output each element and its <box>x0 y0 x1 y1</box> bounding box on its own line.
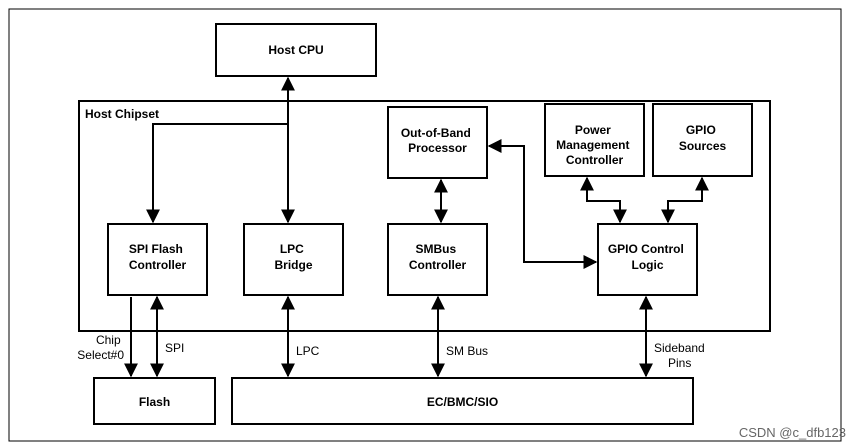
oob-processor-label: Out-of-Band Processor <box>401 126 474 155</box>
lpc-bridge-node: LPC Bridge <box>243 223 344 296</box>
host-chipset-container: Host Chipset <box>78 100 771 332</box>
spi-label: SPI <box>165 341 184 355</box>
host-cpu-node: Host CPU <box>215 23 377 77</box>
sideband-pins-label: Sideband Pins <box>654 341 708 370</box>
gpiosrc-gpio-link <box>661 176 709 224</box>
gpio-sources-node: GPIO Sources <box>652 103 753 177</box>
power-management-node: Power Management Controller <box>544 103 645 177</box>
cpu-spi-link <box>146 123 288 224</box>
gpio-control-logic-label: GPIO Control Logic <box>608 242 687 272</box>
host-cpu-label: Host CPU <box>268 43 323 57</box>
watermark: CSDN @c_dfb123 <box>739 425 846 440</box>
host-chipset-label: Host Chipset <box>85 107 159 121</box>
sm-bus-label: SM Bus <box>446 344 488 358</box>
gpio-sources-label: GPIO Sources <box>679 123 727 153</box>
smbus-controller-node: SMBus Controller <box>387 223 488 296</box>
flash-label: Flash <box>139 395 170 409</box>
flash-node: Flash <box>93 377 216 425</box>
spi-flash-controller-node: SPI Flash Controller <box>107 223 208 296</box>
oob-processor-node: Out-of-Band Processor <box>387 106 488 179</box>
lpc-bridge-label: LPC Bridge <box>274 242 312 272</box>
oob-gpio-link <box>487 139 598 269</box>
chip-select-label: Chip Select#0 <box>77 333 124 362</box>
ec-bmc-sio-node: EC/BMC/SIO <box>231 377 694 425</box>
outer-border <box>8 8 842 442</box>
spi-flash-controller-label: SPI Flash Controller <box>129 242 187 272</box>
connectors <box>124 76 709 378</box>
power-gpio-link <box>580 176 627 224</box>
ec-bmc-sio-label: EC/BMC/SIO <box>427 395 498 409</box>
smbus-controller-label: SMBus Controller <box>409 242 467 272</box>
gpio-control-logic-node: GPIO Control Logic <box>597 223 698 296</box>
lpc-label: LPC <box>296 344 320 358</box>
